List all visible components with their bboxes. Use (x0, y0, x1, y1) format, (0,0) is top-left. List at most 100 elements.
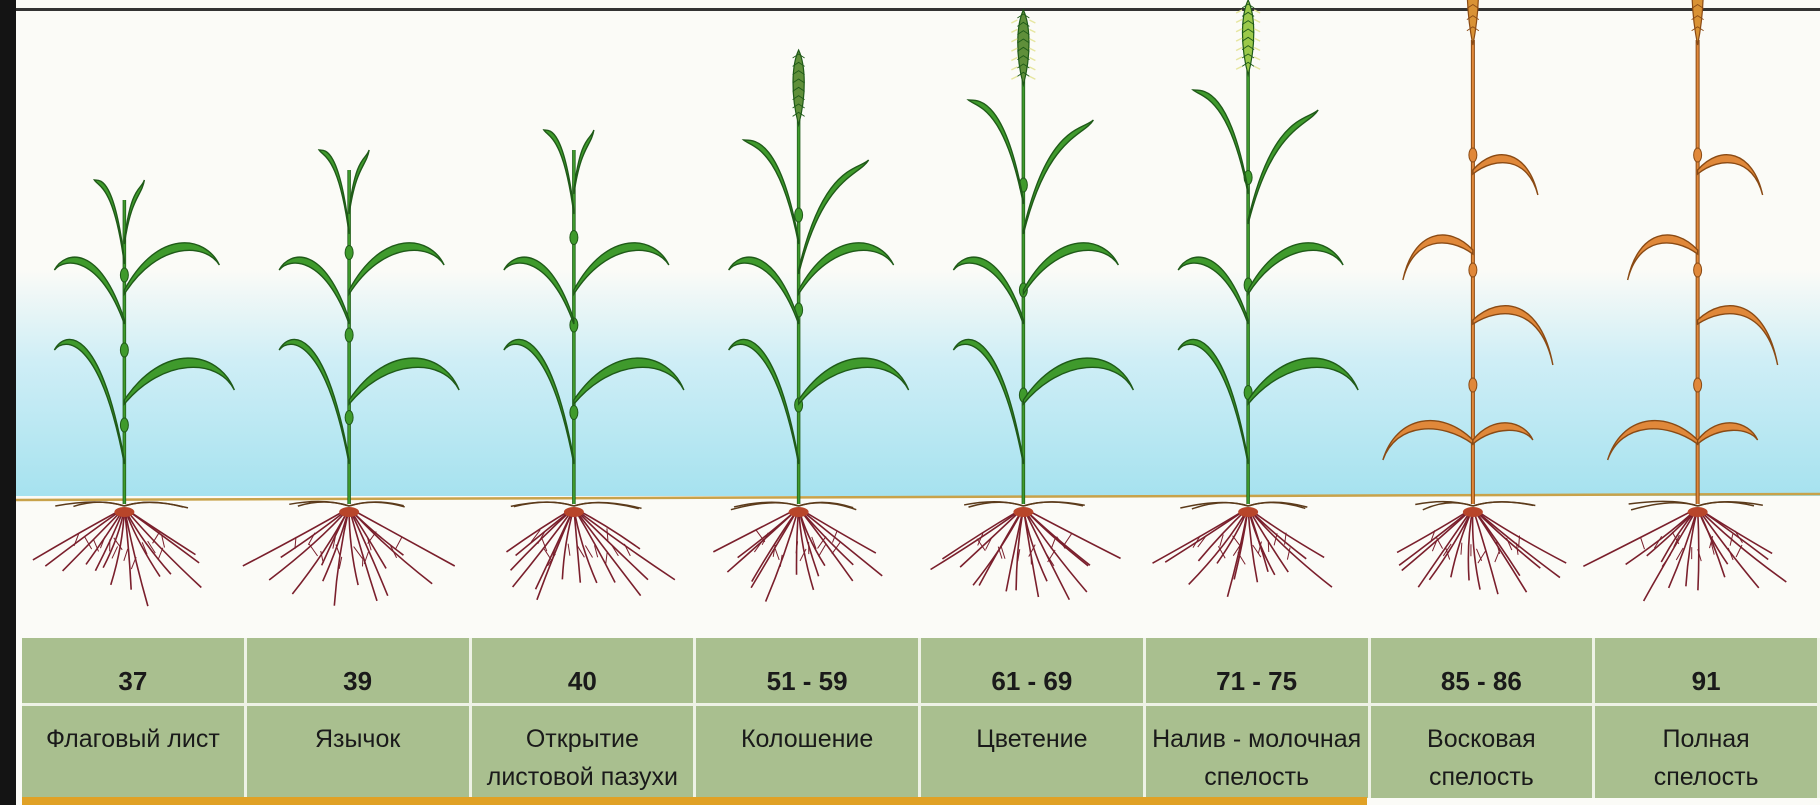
leaf (1248, 110, 1318, 224)
leaf (1383, 421, 1473, 460)
leaf (504, 339, 574, 464)
leaf (124, 180, 144, 244)
leaf (574, 243, 669, 294)
soil-line (16, 494, 1820, 500)
stage-cell: 85 - 86 Восковая спелость (1371, 638, 1596, 798)
stage-label: Полная спелость (1595, 720, 1817, 796)
plant-stage-2 (243, 150, 459, 606)
stage-label: Восковая спелость (1371, 720, 1593, 796)
plant-stage-6 (1153, 0, 1359, 597)
leaf (544, 130, 574, 214)
leaf (349, 150, 369, 214)
leaf (1473, 155, 1538, 195)
leaf (1403, 235, 1473, 280)
wheat-ear (793, 50, 805, 125)
wheat-ear (1692, 0, 1704, 45)
stage-cell: 61 - 69Цветение (921, 638, 1146, 798)
leaf (968, 100, 1023, 204)
leaf (953, 339, 1023, 464)
plant-stage-1 (33, 180, 234, 606)
cell-divider (1146, 703, 1368, 706)
leaf (54, 257, 124, 324)
stage-label: Колошение (696, 720, 918, 758)
stage-code: 37 (22, 666, 244, 697)
stage-code: 51 - 59 (696, 666, 918, 697)
root-crown (1688, 507, 1708, 517)
wheat-ear (1236, 0, 1260, 75)
leaf (124, 243, 219, 294)
leaf (1698, 155, 1763, 195)
cell-divider (472, 703, 694, 706)
leaf (1178, 339, 1248, 464)
leaf (349, 358, 459, 404)
leaf (744, 140, 799, 244)
root-system (33, 502, 201, 606)
cell-divider (247, 703, 469, 706)
leaf (1193, 90, 1248, 194)
leaf (1023, 358, 1133, 404)
leaf (1023, 243, 1118, 294)
stage-label: Налив - молочная спелость (1146, 720, 1368, 796)
plant-stage-7 (1383, 0, 1566, 594)
leaf (124, 358, 234, 404)
root-system (713, 502, 882, 601)
wheat-ear (1467, 0, 1479, 45)
stage-code: 39 (247, 666, 469, 697)
stage-code: 40 (472, 666, 694, 697)
stage-label: Открытие листовой пазухи (472, 720, 694, 796)
root-system (243, 502, 455, 606)
leaf (1473, 423, 1533, 444)
plant-stage-8 (1583, 0, 1786, 601)
root-crown (114, 507, 134, 517)
leaf (1698, 306, 1778, 365)
plant-stage-5 (931, 10, 1134, 600)
leaf (1473, 306, 1553, 365)
leaf (574, 358, 684, 404)
leaf (54, 339, 124, 464)
stage-cell: 51 - 59 Колошение (696, 638, 921, 798)
leaf (1698, 423, 1758, 444)
cell-divider (1371, 703, 1593, 706)
leaf (1628, 235, 1698, 280)
stage-label: Флаговый лист (22, 720, 244, 758)
root-system (931, 502, 1121, 600)
root-crown (564, 507, 584, 517)
cell-divider (696, 703, 918, 706)
root-crown (1013, 507, 1033, 517)
leaf (1248, 243, 1343, 294)
leaf (279, 257, 349, 324)
accent-bar (22, 797, 1367, 805)
stage-label: Язычок (247, 720, 469, 758)
leaf (574, 130, 594, 194)
leaf (504, 257, 574, 324)
root-crown (1463, 507, 1483, 517)
leaf (1178, 257, 1248, 324)
plant-stage-4 (713, 50, 908, 602)
root-system (1153, 502, 1332, 597)
leaf (1608, 421, 1698, 460)
leaf (799, 358, 909, 404)
leaf (953, 257, 1023, 324)
root-crown (789, 507, 809, 517)
cell-divider (22, 703, 244, 706)
stage-code: 91 (1595, 666, 1817, 697)
stage-label: Цветение (921, 720, 1143, 758)
root-system (1583, 501, 1786, 601)
leaf (729, 257, 799, 324)
leaf (1248, 358, 1358, 404)
plant-stage-3 (504, 130, 684, 600)
stage-code: 85 - 86 (1371, 666, 1593, 697)
leaf (799, 243, 894, 294)
leaf (349, 243, 444, 294)
root-system (1397, 502, 1566, 595)
root-system (506, 502, 674, 600)
leaf (1023, 120, 1093, 234)
root-crown (1238, 507, 1258, 517)
cell-divider (921, 703, 1143, 706)
